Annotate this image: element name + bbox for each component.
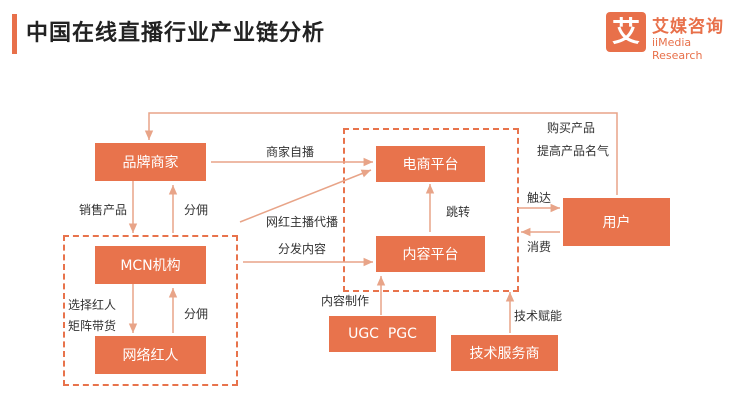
node-tech-provider: 技术服务商 xyxy=(451,335,558,371)
label-brand-self-broadcast: 商家自播 xyxy=(266,145,315,159)
label-select-influencer-2: 矩阵带货 xyxy=(68,319,117,333)
label-consume: 消费 xyxy=(527,240,552,254)
label-redirect: 跳转 xyxy=(446,205,471,219)
label-distribute-content: 分发内容 xyxy=(278,242,327,256)
label-tech-empower: 技术赋能 xyxy=(514,309,563,323)
label-commission-1: 分佣 xyxy=(184,203,209,217)
page-title: 中国在线直播行业产业链分析 xyxy=(26,21,326,46)
label-commission-2: 分佣 xyxy=(184,307,209,321)
node-ecommerce: 电商平台 xyxy=(376,146,485,182)
label-buy-products: 购买产品 xyxy=(547,121,596,135)
platform-group-frame xyxy=(343,128,519,292)
node-content: 内容平台 xyxy=(376,236,485,272)
node-influencer: 网络红人 xyxy=(95,336,206,374)
label-sell-products: 销售产品 xyxy=(79,203,128,217)
logo-name-cn: 艾媒咨询 xyxy=(652,17,724,37)
node-brand: 品牌商家 xyxy=(95,143,206,181)
label-content-production: 内容制作 xyxy=(321,294,370,308)
arrow-user-to-brand xyxy=(144,112,618,195)
node-user: 用户 xyxy=(563,198,670,246)
label-select-influencer-1: 选择红人 xyxy=(68,298,117,312)
iimedia-logo-icon: 艾 xyxy=(606,12,646,52)
label-influencer-broadcast: 网红主播代播 xyxy=(266,215,339,229)
logo-name-en: iiMedia Research xyxy=(652,36,703,62)
label-reach: 触达 xyxy=(527,191,552,205)
label-raise-awareness: 提高产品名气 xyxy=(537,144,610,158)
mcn-group-frame xyxy=(63,235,238,386)
node-mcn: MCN机构 xyxy=(95,246,206,284)
arrow-mcn-to-ecommerce xyxy=(239,169,372,223)
title-accent-bar xyxy=(12,14,17,54)
node-ugc-pgc: UGC PGC xyxy=(329,316,436,352)
